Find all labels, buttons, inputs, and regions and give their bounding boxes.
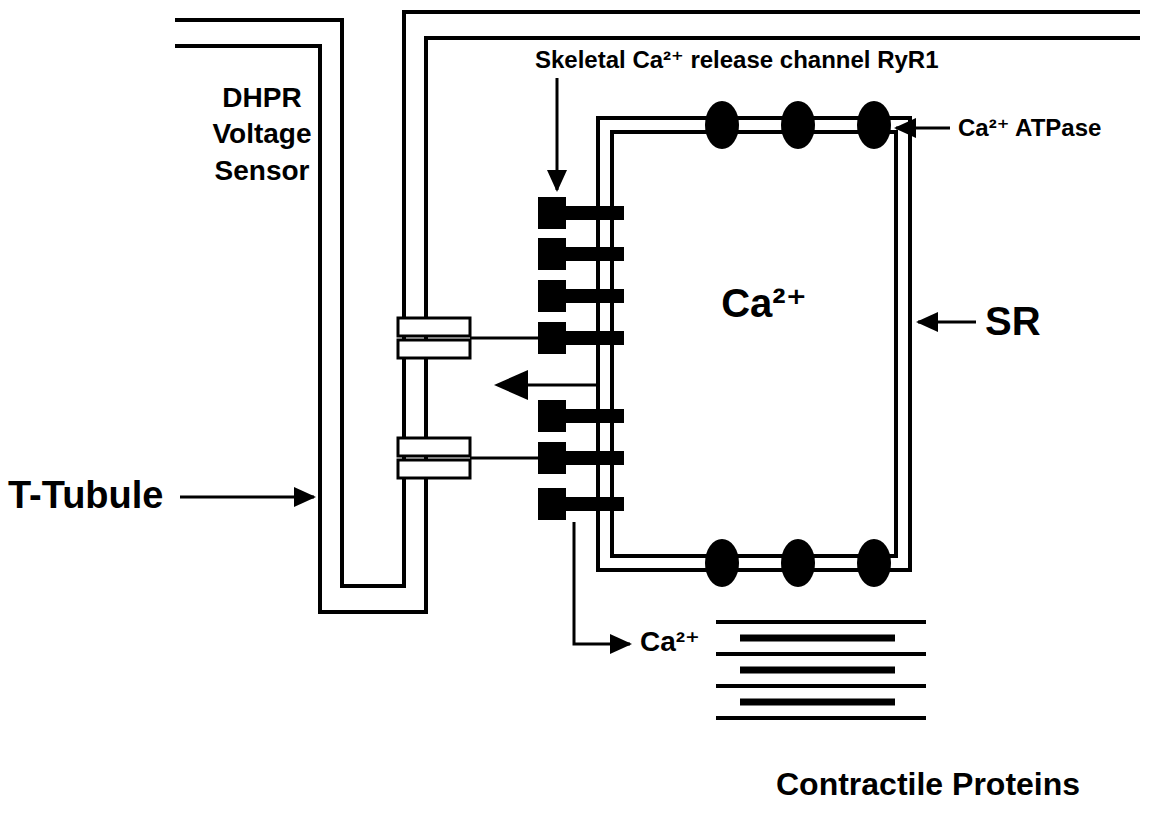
node-text: Ca²⁺ bbox=[612, 280, 916, 326]
pore-arrowhead bbox=[494, 370, 528, 400]
label-text: Skeletal Ca²⁺ release channel RyR1 bbox=[535, 46, 939, 74]
label-text: Ca²⁺ ATPase bbox=[958, 114, 1101, 142]
label-anchor: Skeletal Ca²⁺ release channel RyR1 bbox=[535, 46, 939, 74]
label-anchor: T-Tubule bbox=[8, 474, 164, 518]
label-anchor: DHPR Voltage Sensor bbox=[208, 80, 316, 189]
ryr1-channels bbox=[538, 197, 624, 520]
leader-arrow bbox=[896, 127, 950, 130]
sr-membrane bbox=[598, 118, 910, 570]
label-anchor: Contractile Proteins bbox=[776, 766, 1080, 803]
label-text: Contractile Proteins bbox=[776, 766, 1080, 803]
leader-arrow bbox=[918, 321, 976, 324]
coupling-link bbox=[470, 337, 540, 340]
leader-arrow bbox=[556, 78, 559, 190]
leader-arrow bbox=[180, 496, 314, 499]
label-text: Ca²⁺ bbox=[640, 626, 700, 658]
sr-lumen: Ca²⁺ bbox=[612, 132, 916, 556]
label-anchor: Ca²⁺ bbox=[640, 626, 700, 658]
dhpr-sensors bbox=[398, 318, 470, 478]
sr-membrane bbox=[612, 132, 896, 556]
t-tubule-membrane bbox=[175, 38, 1140, 612]
label-text: DHPR Voltage Sensor bbox=[208, 80, 316, 189]
label-anchor: Ca²⁺ ATPase bbox=[958, 114, 1101, 142]
pore-line bbox=[522, 384, 600, 387]
coupling-link bbox=[470, 457, 540, 460]
release-arrow bbox=[574, 522, 630, 644]
label-text: T-Tubule bbox=[8, 474, 164, 518]
label-anchor: SR bbox=[985, 298, 1041, 344]
label-text: SR bbox=[985, 298, 1041, 344]
ca-atpase-pumps bbox=[705, 101, 891, 587]
contractile-filaments bbox=[716, 622, 926, 718]
